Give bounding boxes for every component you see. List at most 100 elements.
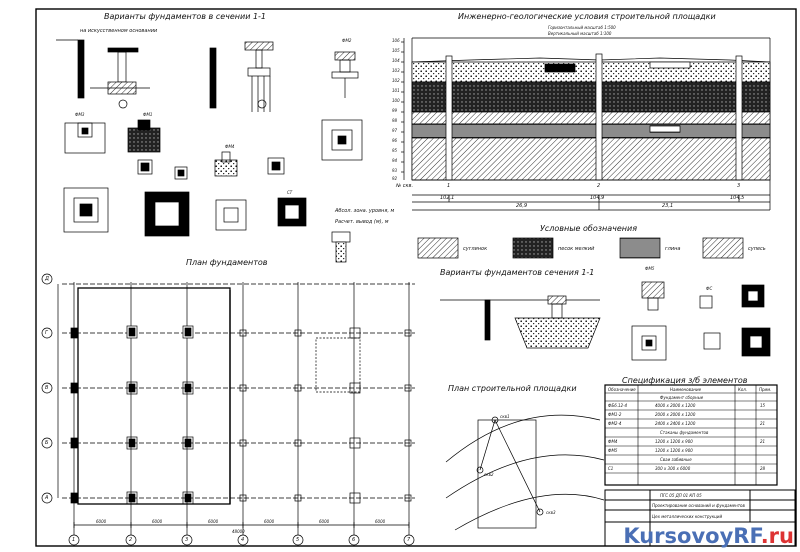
legend-1: суглинок (463, 246, 488, 252)
legend-3: глина (665, 246, 681, 252)
dim-4: 6000 (264, 519, 275, 524)
legend-2: песок мелкий (558, 246, 595, 252)
dim-total: 48000 (232, 529, 245, 534)
mark-fm2: ФМ2 (342, 38, 352, 43)
spec-h-4: Прим. (759, 387, 772, 392)
elev-1: 102,1 (440, 195, 455, 201)
row-b: Б (45, 440, 49, 446)
fdn-label: на искусственном основании (80, 28, 158, 34)
mark-fs: ФС (706, 286, 713, 291)
watermark-text: KursovoyRF (623, 524, 761, 548)
axis-label-9: 97 (392, 128, 398, 133)
geology-scale-h: Горизонтальный масштаб 1:500 (548, 25, 616, 30)
dim-6: 6000 (375, 519, 386, 524)
row-v: В (45, 385, 49, 391)
title-spec: Спецификация з/б элементов (622, 376, 748, 385)
well-1: 1 (447, 183, 451, 189)
foundation-variants-2 (440, 281, 771, 361)
mark-well-3: скв3 (546, 510, 556, 515)
spec-r0-name: Фундамент сборные (660, 395, 704, 400)
col-3: 3 (185, 537, 189, 543)
axis-label-12: 94 (392, 158, 398, 163)
col-6: 6 (352, 537, 356, 543)
mark-fm5: ФМ5 (645, 266, 655, 271)
col-5: 5 (296, 537, 300, 543)
axis-label-6: 100 (392, 98, 400, 103)
spec-r5-code: ФМ4 (608, 439, 618, 444)
spec-r6-name: 1200 x 1200 x 900 (655, 448, 693, 453)
legend-4: супесь (748, 246, 766, 252)
axis-label-13: 93 (392, 168, 398, 173)
spec-r7-name: Сваи забивные (660, 457, 692, 462)
spec-r1-note: 15 (760, 403, 766, 408)
col-2: 2 (129, 537, 133, 543)
well-3: 3 (737, 183, 741, 189)
mark-fm3: ФМ3 (75, 112, 85, 117)
spec-h-1: Обозначение (608, 387, 636, 392)
title-block (604, 489, 796, 547)
mark-st: СТ (287, 190, 293, 195)
col-7: 7 (407, 537, 411, 543)
spec-r8-name: 300 x 300 x 6000 (655, 466, 691, 471)
mark-well-2: скв2 (484, 472, 494, 477)
axis-label-3: 103 (392, 68, 400, 73)
spec-r2-code: ФМ1-2 (608, 412, 622, 417)
spec-r1-name: 4000 x 2000 х 1200 (655, 403, 696, 408)
axis-label-10: 96 (392, 138, 398, 143)
spec-r2-name: 2000 x 2000 x 1200 (655, 412, 696, 417)
stamp-title: Проектирование оснований и фундаментов (652, 503, 745, 508)
dim-3: 6000 (208, 519, 219, 524)
dim-5: 6000 (319, 519, 330, 524)
foundation-variants-section (56, 39, 363, 263)
axis-label-5: 101 (392, 88, 400, 93)
axis-label-7: 99 (392, 108, 398, 113)
spec-h-2: Наименование (670, 387, 702, 392)
title-legend: Условные обозначения (540, 224, 638, 233)
geology-scale-v: Вертикальный масштаб 1:100 (548, 31, 612, 36)
axis-label-11: 95 (392, 148, 398, 153)
elev-2: 104,9 (590, 195, 605, 201)
spec-r4-name: Стаканы фундаментов (660, 430, 709, 435)
legend-swatches (417, 237, 744, 259)
title-foundation-variants: Варианты фундаментов в сечении 1-1 (104, 12, 267, 21)
site-plan (445, 414, 605, 531)
stamp-code: ПГС 05 ДП 01 КП 05 (660, 493, 702, 498)
spec-r3-code: ФМ2-4 (608, 421, 622, 426)
mark-fm1: ФМ1 (143, 112, 153, 117)
watermark-domain: .ru (760, 524, 794, 548)
title-foundation-variants-2: Варианты фундаментов сечения 1-1 (440, 268, 595, 277)
col-1: 1 (72, 537, 76, 543)
axis-label-4: 102 (392, 78, 400, 83)
spec-h-3: Кол. (738, 387, 748, 392)
title-geology: Инженерно-геологические условия строител… (458, 12, 716, 21)
axis-label-14: 92 (392, 176, 398, 181)
well-row-label: № скв. (396, 183, 414, 189)
spec-table (604, 384, 778, 486)
axis-label-8: 98 (392, 118, 398, 123)
note-calc: Расчет. вывод (м), м (335, 219, 389, 225)
axis-label-0: 106 (392, 38, 400, 43)
dim-1: 6000 (96, 519, 107, 524)
title-foundation-plan: План фундаментов (186, 258, 268, 267)
spec-r3-note: 21 (760, 421, 766, 426)
watermark: KursovoyRF.ru (623, 524, 794, 548)
title-site-plan: План строительной площадки (448, 384, 577, 393)
foundation-plan (41, 273, 415, 546)
dist-1: 26,9 (516, 203, 528, 209)
mark-fm4: ФМ4 (225, 144, 235, 149)
row-g: Г (45, 330, 48, 336)
note-level: Абсол. зона. уровня, м (335, 208, 395, 214)
dim-2: 6000 (152, 519, 163, 524)
row-d: Д (45, 276, 49, 282)
geology-profile (401, 37, 771, 211)
axis-label-1: 105 (392, 48, 400, 53)
spec-r5-note: 21 (760, 439, 766, 444)
spec-r6-code: ФМ5 (608, 448, 618, 453)
spec-r3-name: 2400 x 2400 x 1200 (655, 421, 696, 426)
elev-3: 104,5 (730, 195, 745, 201)
col-4: 4 (241, 537, 245, 543)
spec-r1-code: ФБ6.12-4 (608, 403, 628, 408)
spec-r5-name: 1200 x 1200 x 900 (655, 439, 693, 444)
axis-label-2: 104 (392, 58, 400, 63)
